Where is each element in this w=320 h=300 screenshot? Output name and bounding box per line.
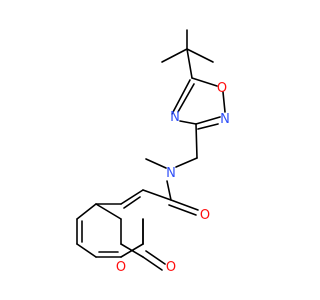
bond-c6-c7 [76,243,97,258]
bond-isopropyl-left-methyl [161,48,188,63]
bond-isopropyl-right-methyl [186,48,214,63]
bond-c2-carbonyl-o-double [145,250,166,265]
oxadiazole-oxygen-label: O [217,81,227,96]
bond-n2-c3 [195,116,221,125]
molecule-canvas: O N N N O O O [76,29,230,275]
amide-nitrogen-label: N [166,166,176,181]
oxadiazole-nitrogen-right-label: N [220,112,230,127]
bond-o-c2 [120,243,144,258]
bond-c2-carbonyl-o [142,256,163,271]
bond-carbonyl-o [170,199,199,211]
bond-n4-c5 [171,79,191,115]
bonds [76,29,226,271]
bond-c3-c4-double [123,196,141,209]
bond-ch2-to-n [175,157,198,168]
bond-carbonyl-to-c3 [142,189,172,201]
bond-o1-n2 [222,91,226,113]
oxadiazole-nitrogen-left-label: N [170,110,180,125]
bond-c5-o1 [191,77,218,87]
bond-n2-c3-double [197,123,219,130]
atom-labels: O N N N O O O [116,81,230,275]
bond-isopropyl-to-ring [186,48,193,79]
molecule-structure: O N N N O O O [76,29,230,275]
bond-c3-c4 [120,189,144,205]
bond-ring-to-ch2 [195,123,198,159]
bond-n-methyl [145,158,167,169]
bond-c4a-c8a-bridge [95,203,122,220]
bond-n4-c5-double [177,83,195,113]
bond-n-to-carbonyl [166,180,172,201]
lactone-carbonyl-oxygen-label: O [166,260,176,275]
lactone-ring-oxygen-label: O [116,260,126,275]
amide-oxygen-label: O [200,208,210,223]
bond-carbonyl-o-double [168,204,197,216]
bond-c4a-c5 [76,203,97,220]
bond-c3-n4 [179,120,197,125]
